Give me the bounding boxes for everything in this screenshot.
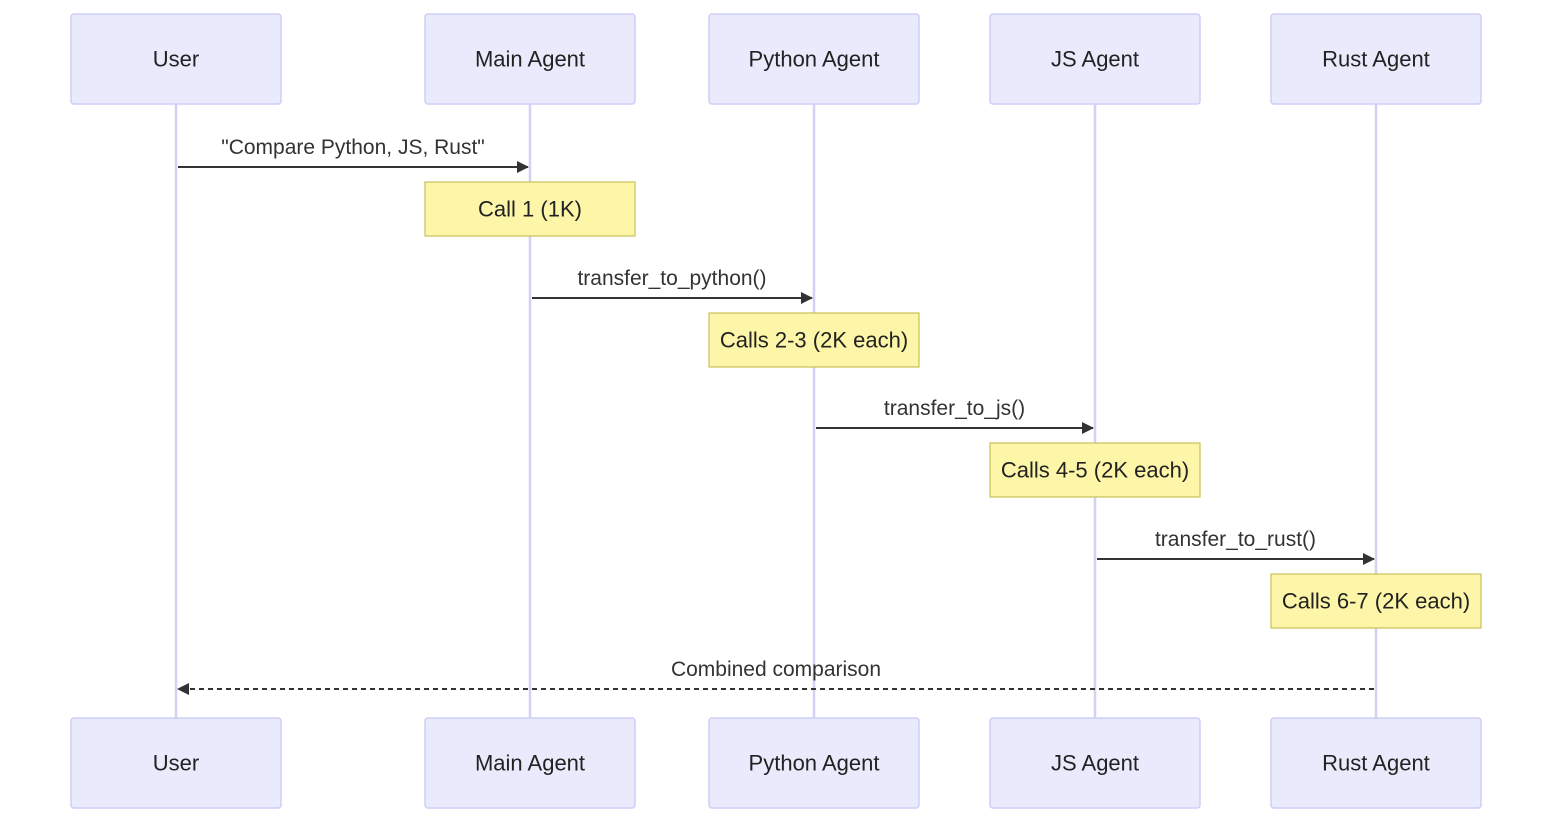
actor-box <box>708 717 920 809</box>
actor-rust-top: Rust Agent <box>1270 13 1482 105</box>
message-user-to-main: "Compare Python, JS, Rust" <box>178 136 529 173</box>
actor-python-top: Python Agent <box>708 13 920 105</box>
actor-label: JS Agent <box>1051 751 1139 776</box>
note-rust: Calls 6-7 (2K each) <box>1270 573 1482 629</box>
note-label: Call 1 (1K) <box>478 197 582 222</box>
message-label: transfer_to_python() <box>577 267 766 290</box>
note-python: Calls 2-3 (2K each) <box>708 312 920 368</box>
actor-main-bottom: Main Agent <box>424 717 636 809</box>
actor-box <box>424 717 636 809</box>
note-main: Call 1 (1K) <box>424 181 636 237</box>
message-label: "Compare Python, JS, Rust" <box>221 136 485 159</box>
actor-user-bottom: User <box>70 717 282 809</box>
actor-python-bottom: Python Agent <box>708 717 920 809</box>
actor-label: Rust Agent <box>1322 751 1430 776</box>
actor-box <box>989 717 1201 809</box>
actor-label: Main Agent <box>475 751 585 776</box>
note-box <box>424 181 636 237</box>
note-label: Calls 4-5 (2K each) <box>1001 458 1189 483</box>
note-box <box>989 442 1201 498</box>
message-js-to-rust: transfer_to_rust() <box>1097 528 1375 565</box>
actor-label: User <box>153 751 199 776</box>
actor-label: Python Agent <box>749 751 880 776</box>
actor-label: Main Agent <box>475 47 585 72</box>
note-label: Calls 2-3 (2K each) <box>720 328 908 353</box>
actor-box <box>1270 13 1482 105</box>
actor-label: Rust Agent <box>1322 47 1430 72</box>
actor-main-top: Main Agent <box>424 13 636 105</box>
actor-box <box>708 13 920 105</box>
actor-box <box>1270 717 1482 809</box>
actor-user-top: User <box>70 13 282 105</box>
message-label: Combined comparison <box>671 658 881 681</box>
notes: Call 1 (1K) Calls 2-3 (2K each) Calls 4-5 … <box>424 181 1482 629</box>
actor-box <box>70 717 282 809</box>
actor-box <box>989 13 1201 105</box>
actor-label: User <box>153 47 199 72</box>
note-box <box>1270 573 1482 629</box>
note-box <box>708 312 920 368</box>
actor-rust-bottom: Rust Agent <box>1270 717 1482 809</box>
actors-bottom: User Main Agent Python Agent JS Agent Rust A… <box>70 717 1482 809</box>
lifelines <box>174 104 1378 718</box>
message-python-to-js: transfer_to_js() <box>816 397 1094 434</box>
actor-label: JS Agent <box>1051 47 1139 72</box>
note-js: Calls 4-5 (2K each) <box>989 442 1201 498</box>
message-main-to-python: transfer_to_python() <box>532 267 813 304</box>
note-label: Calls 6-7 (2K each) <box>1282 589 1470 614</box>
actor-js-top: JS Agent <box>989 13 1201 105</box>
actor-box <box>70 13 282 105</box>
message-label: transfer_to_rust() <box>1155 528 1316 551</box>
actor-js-bottom: JS Agent <box>989 717 1201 809</box>
messages: "Compare Python, JS, Rust" transfer_to_py… <box>177 136 1375 695</box>
actors-top: User Main Agent Python Agent JS Agent Rust A… <box>70 13 1482 105</box>
actor-label: Python Agent <box>749 47 880 72</box>
actor-box <box>424 13 636 105</box>
message-rust-to-user: Combined comparison <box>177 658 1374 695</box>
message-label: transfer_to_js() <box>884 397 1025 420</box>
